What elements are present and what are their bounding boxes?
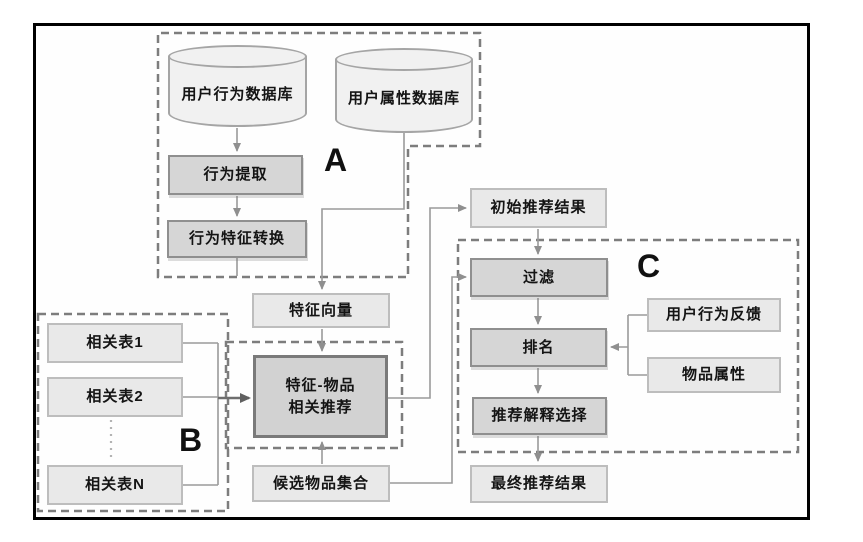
user-behavior-database-cylinder: 用户行为数据库 (168, 45, 307, 127)
node-user-behavior-feedback: 用户行为反馈 (647, 298, 781, 332)
node-recommendation-explanation-selection: 推荐解释选择 (472, 397, 607, 435)
group-b-label: B (179, 422, 203, 458)
node-related-table-n: 相关表N (47, 465, 183, 505)
user-attribute-database-cylinder: 用户属性数据库 (335, 48, 473, 133)
user-attribute-database-label: 用户属性数据库 (347, 90, 460, 107)
group-c-label: C (637, 248, 661, 284)
node-initial-recommendation-result: 初始推荐结果 (470, 188, 607, 228)
node-related-table-2: 相关表2 (47, 377, 183, 417)
node-final-recommendation-result: 最终推荐结果 (470, 465, 608, 503)
node-feature-vector: 特征向量 (252, 293, 390, 328)
group-a-label: A (324, 142, 348, 178)
node-related-table-1: 相关表1 (47, 323, 183, 363)
user-behavior-database-label: 用户行为数据库 (181, 85, 294, 103)
node-feature-item-recommendation: 特征-物品 相关推荐 (253, 355, 388, 438)
node-candidate-item-set: 候选物品集合 (252, 465, 390, 502)
node-filter: 过滤 (470, 258, 608, 297)
node-behavior-extraction: 行为提取 (168, 155, 303, 195)
node-item-attributes: 物品属性 (647, 357, 781, 393)
node-behavior-feature-conversion: 行为特征转换 (167, 220, 307, 258)
node-ranking: 排名 (470, 328, 607, 367)
